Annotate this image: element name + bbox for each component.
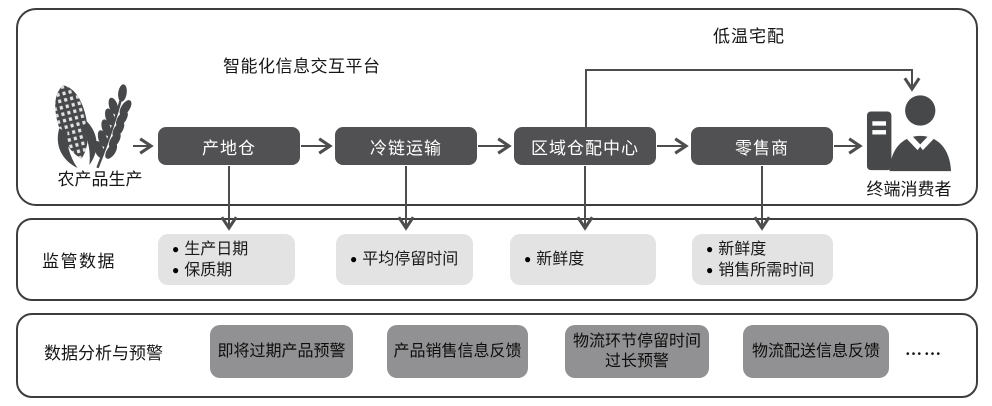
- producer-label: 农产品生产: [57, 170, 143, 189]
- alert-box-expiry-warning: 即将过期产品预警: [210, 325, 353, 378]
- data-box-distribution: 新鲜度: [510, 234, 656, 285]
- alert-box-dwell-time-warning: 物流环节停留时间 过长预警: [565, 325, 709, 378]
- platform-label: 智能化信息交互平台: [223, 57, 381, 76]
- analysis-title: 数据分析与预警: [44, 344, 163, 363]
- data-box-origin: 生产日期 保质期: [158, 234, 295, 285]
- data-item: 生产日期: [172, 239, 248, 260]
- data-box-retail: 新鲜度 销售所需时间: [692, 234, 833, 285]
- data-item: 新鲜度: [524, 249, 584, 270]
- corn-wheat-icon: [44, 82, 142, 170]
- alert-box-delivery-feedback: 物流配送信息反馈: [743, 325, 889, 378]
- data-item: 新鲜度: [706, 239, 766, 260]
- alert-line: 产品销售信息反馈: [393, 342, 522, 360]
- node-origin-warehouse: 产地仓: [158, 127, 300, 165]
- data-item: 保质期: [172, 260, 232, 281]
- node-cold-chain-transport: 冷链运输: [335, 127, 477, 165]
- consumer-label: 终端消费者: [866, 180, 952, 199]
- data-item: 平均停留时间: [350, 249, 458, 270]
- alert-line: 物流配送信息反馈: [751, 342, 880, 360]
- alert-line: 即将过期产品预警: [217, 342, 346, 360]
- more-items-ellipsis: ……: [905, 340, 943, 359]
- node-retailer: 零售商: [691, 127, 833, 165]
- cold-delivery-label: 低温宅配: [713, 27, 785, 46]
- data-item: 销售所需时间: [706, 260, 814, 281]
- supervision-title: 监管数据: [42, 252, 116, 271]
- alert-box-sales-feedback: 产品销售信息反馈: [387, 325, 528, 378]
- data-box-transport: 平均停留时间: [336, 234, 473, 285]
- node-regional-distribution-center: 区域仓配中心: [514, 127, 656, 165]
- alert-line: 物流环节停留时间: [572, 332, 701, 350]
- business-person-icon: [866, 94, 952, 172]
- alert-line: 过长预警: [604, 352, 669, 370]
